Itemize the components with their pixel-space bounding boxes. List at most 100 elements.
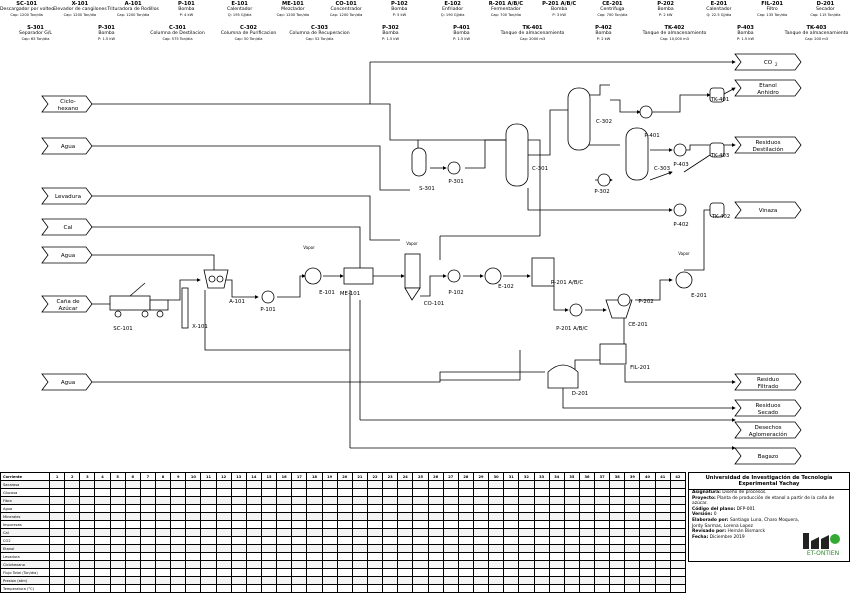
stream-cell — [109, 504, 126, 513]
tk403-tank — [709, 142, 725, 158]
stream-cell — [442, 496, 459, 505]
stream-col-header: 10 — [185, 472, 202, 481]
stream-cell — [397, 544, 414, 553]
stream-cell — [412, 512, 429, 521]
me101-label: ME-101 — [340, 291, 360, 297]
stream-cell — [124, 576, 141, 585]
input-flag-label-5: Caña de — [56, 299, 80, 305]
stream-cell — [245, 568, 262, 577]
stream-cell — [578, 536, 596, 545]
stream-cell — [170, 520, 187, 529]
stream-cell — [336, 512, 353, 521]
stream-cell — [185, 496, 202, 505]
stream-cell — [124, 584, 141, 593]
stream-cell — [94, 520, 111, 529]
stream-cell — [139, 576, 156, 585]
stream-cell — [170, 568, 187, 577]
stream-cell — [260, 528, 278, 537]
stream-cell — [245, 560, 262, 569]
stream-cell — [276, 512, 293, 521]
stream-cell — [139, 520, 156, 529]
stream-cell — [291, 560, 308, 569]
asignatura-label: Asignatura: — [692, 490, 721, 495]
stream-cell — [578, 504, 596, 513]
stream-cell — [200, 496, 217, 505]
stream-cell — [230, 560, 247, 569]
stream-cell — [624, 520, 641, 529]
stream-cell — [669, 496, 687, 505]
e102-cooler — [484, 267, 502, 285]
stream-cell — [457, 560, 474, 569]
p402-pump — [673, 203, 687, 217]
stream-cell — [306, 544, 323, 553]
stream-cell — [94, 560, 111, 569]
stream-col-header: 31 — [503, 472, 520, 481]
stream-cell — [382, 568, 399, 577]
stream-cell — [548, 504, 565, 513]
stream-cell — [200, 552, 217, 561]
stream-col-header: 29 — [472, 472, 490, 481]
input-flag-label-4: Agua — [61, 253, 75, 259]
stream-cell — [276, 488, 293, 497]
stream-cell — [548, 488, 565, 497]
stream-cell — [170, 552, 187, 561]
stream-cell — [351, 584, 368, 593]
stream-cell — [94, 576, 111, 585]
stream-cell — [94, 536, 111, 545]
version-label: Versión: — [692, 512, 713, 518]
stream-cell — [442, 544, 459, 553]
stream-cell — [321, 480, 338, 489]
stream-cell — [609, 568, 626, 577]
stream-cell — [170, 560, 187, 569]
stream-cell — [503, 480, 520, 489]
stream-cell — [48, 504, 66, 513]
stream-cell — [639, 576, 656, 585]
stream-cell — [276, 576, 293, 585]
stream-cell — [351, 488, 368, 497]
input-flag-label-0: Ciclo- — [60, 99, 76, 105]
stream-cell — [215, 536, 232, 545]
stream-cell — [366, 552, 384, 561]
stream-cell — [321, 496, 338, 505]
stream-cell — [609, 552, 626, 561]
stream-cell — [64, 504, 81, 513]
p301-pump — [447, 161, 461, 175]
stream-cell — [64, 480, 81, 489]
stream-cell — [245, 488, 262, 497]
stream-cell — [230, 496, 247, 505]
stream-cell — [291, 528, 308, 537]
stream-cell — [351, 560, 368, 569]
stream-cell — [442, 576, 459, 585]
stream-col-header: 3 — [79, 472, 96, 481]
stream-cell — [79, 552, 96, 561]
stream-cell — [291, 552, 308, 561]
stream-cell — [563, 584, 580, 593]
stream-cell — [578, 576, 596, 585]
stream-cell — [245, 576, 262, 585]
stream-cell — [124, 504, 141, 513]
stream-cell — [351, 504, 368, 513]
stream-cell — [79, 504, 96, 513]
input-flag-label-0-b: hexano — [58, 106, 79, 112]
stream-cell — [639, 552, 656, 561]
stream-cell — [594, 552, 611, 561]
vapor-label-e101: Vapor — [303, 245, 315, 250]
stream-cell — [94, 496, 111, 505]
stream-cell — [397, 584, 414, 593]
stream-cell — [382, 536, 399, 545]
stream-cell — [472, 488, 490, 497]
input-flag-label-3: Cal — [64, 225, 73, 231]
stream-cell — [109, 560, 126, 569]
stream-cell — [488, 488, 505, 497]
stream-cell — [594, 544, 611, 553]
stream-cell — [624, 552, 641, 561]
stream-cell — [245, 552, 262, 561]
stream-cell — [457, 480, 474, 489]
stream-cell — [139, 552, 156, 561]
table-row: Ciclohexano — [0, 560, 687, 569]
